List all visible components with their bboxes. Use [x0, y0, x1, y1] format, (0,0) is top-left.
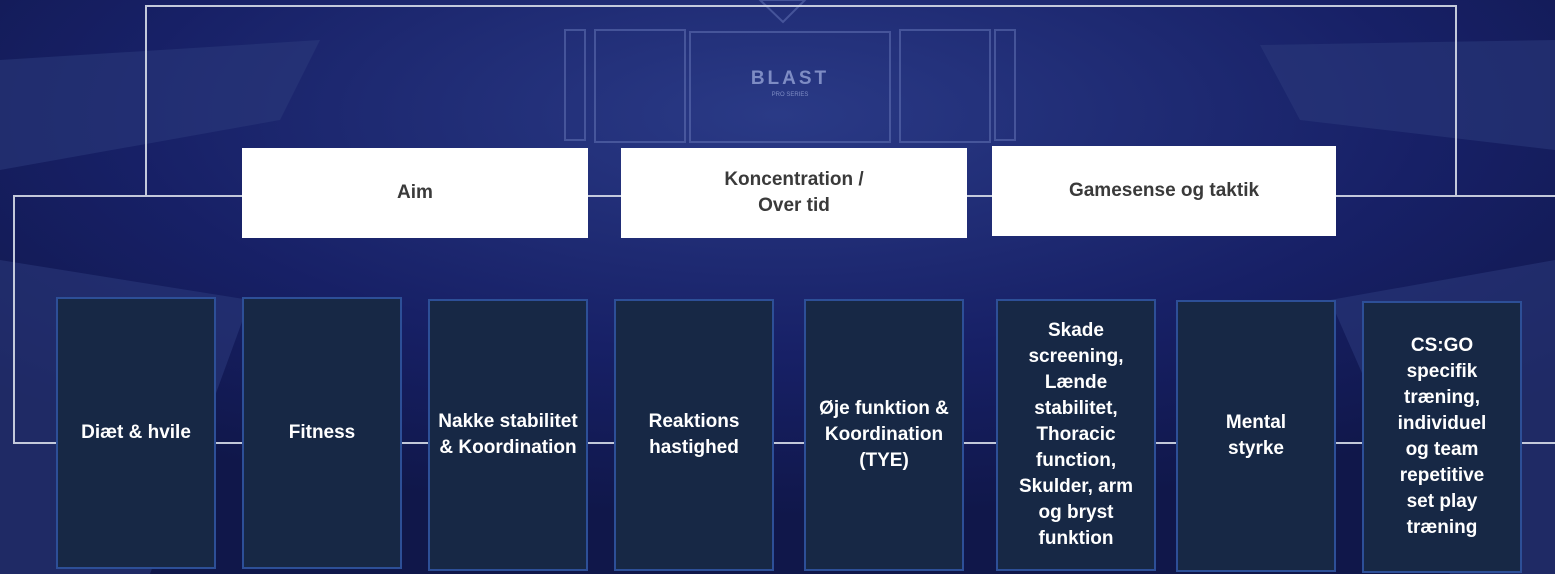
box-csgo-traening: CS:GO specifik træning, individuel og te… — [1362, 301, 1522, 573]
stage-screens — [564, 0, 1016, 143]
box-aim: Aim — [242, 148, 588, 238]
box-reaktions-hastighed: Reaktions hastighed — [614, 299, 774, 571]
box-diaet-hvile: Diæt & hvile — [56, 297, 216, 569]
box-koncentration: Koncentration / Over tid — [621, 148, 967, 238]
box-skade-screening: Skade screening, Lænde stabilitet, Thora… — [996, 299, 1156, 571]
box-oeje-funktion: Øje funktion & Koordination (TYE) — [804, 299, 964, 571]
box-gamesense: Gamesense og taktik — [992, 146, 1336, 236]
box-fitness: Fitness — [242, 297, 402, 569]
box-nakke-stabilitet: Nakke stabilitet & Koordination — [428, 299, 588, 571]
stage-logo: BLAST — [751, 68, 829, 89]
box-mental-styrke: Mental styrke — [1176, 300, 1336, 572]
top-frame-line — [145, 5, 1457, 196]
stage-logo-sub: PRO SERIES — [772, 92, 809, 98]
